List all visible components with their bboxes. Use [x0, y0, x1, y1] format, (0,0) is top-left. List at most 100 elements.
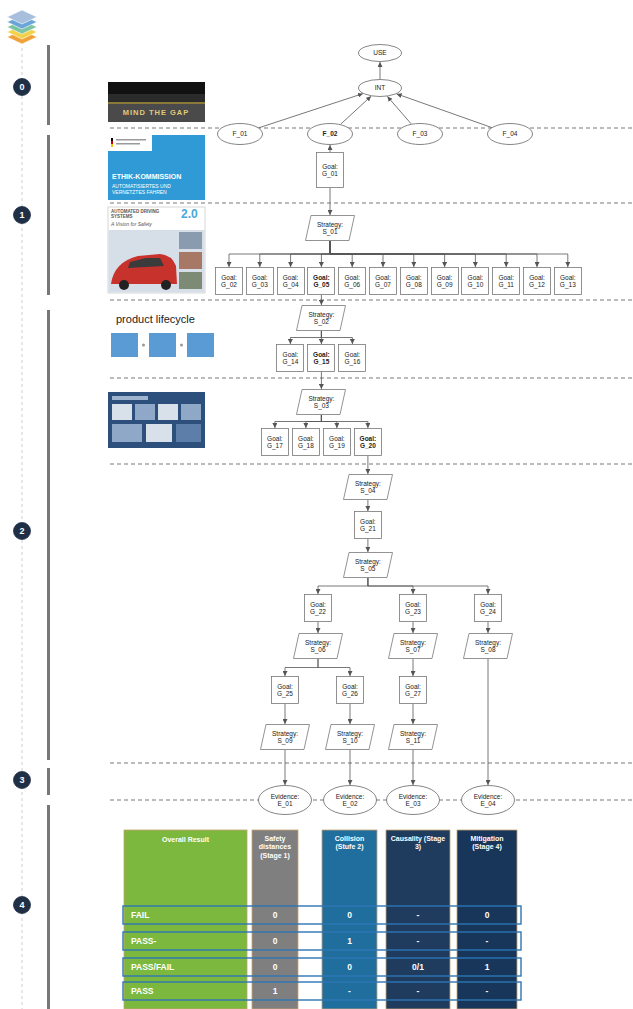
goal-box: Goal: G_11	[492, 267, 520, 295]
table-header: Mitigation (Stage 4)	[459, 835, 515, 852]
stage-number-shape	[14, 523, 31, 540]
strategy-box: Strategy: S_06	[293, 633, 343, 659]
row-outline	[123, 958, 521, 976]
photo	[108, 104, 205, 122]
node-text: Goal: G_03	[248, 274, 272, 289]
node-text: Strategy: S_05	[351, 558, 385, 573]
lifecycle-block	[187, 333, 214, 357]
goal-box-shape	[339, 345, 366, 372]
support-arrow	[413, 750, 414, 785]
photo	[179, 252, 202, 269]
goal-box-shape	[554, 268, 581, 295]
cover-title: ETHIK-KOMMISSION	[112, 173, 204, 181]
node-text: Evidence: E_02	[332, 793, 368, 808]
table-cell: -	[388, 986, 448, 996]
screenshot	[146, 424, 172, 442]
table-header: Collision (Stufe 2)	[324, 835, 375, 852]
node-text: Goal: G_07	[371, 274, 395, 289]
logo-line	[116, 139, 146, 141]
support-arrow	[488, 622, 489, 633]
car-wheel	[119, 280, 129, 290]
goal-box-shape	[308, 268, 335, 295]
strategy-box: Strategy: S_10	[325, 724, 375, 750]
goal-box: Goal: G_03	[246, 267, 274, 295]
node-text: Strategy: S_10	[333, 730, 367, 745]
goal-box-shape	[216, 268, 243, 295]
lifecycle-block	[149, 333, 176, 357]
node-text: Goal: G_15	[309, 351, 333, 366]
node-text: Strategy: S_03	[304, 395, 338, 410]
support-arrow	[330, 241, 568, 267]
evidence-ellipse-shape	[387, 786, 440, 815]
evidence-ellipse-shape	[259, 786, 312, 815]
cover-subtitle: AUTOMATISIERTES UND VERNETZTES FAHREN	[112, 183, 204, 195]
strategy-box-shape	[326, 725, 375, 750]
goal-box-shape	[308, 345, 335, 372]
node-text: Goal: G_05	[309, 274, 333, 289]
support-arrow	[413, 622, 414, 633]
table-cell: -	[388, 936, 448, 946]
stage-bar	[47, 45, 50, 125]
logo-line	[116, 143, 140, 145]
support-arrow	[321, 241, 330, 267]
goal-box: Goal: G_24	[474, 594, 502, 622]
screenshot	[112, 424, 142, 442]
node-text: Goal: G_01	[318, 163, 342, 178]
strategy-box: Strategy: S_04	[343, 474, 393, 500]
support-arrow	[488, 659, 489, 785]
table-header: Overall Result	[128, 836, 243, 844]
row-outline	[123, 906, 521, 924]
connectors	[229, 62, 568, 785]
result-label: PASS-	[131, 936, 231, 946]
support-arrow	[321, 295, 322, 305]
evidence-ellipse: Evidence: E_01	[258, 785, 312, 815]
context-ellipse-shape	[218, 124, 263, 145]
strategy-box-shape	[261, 725, 310, 750]
context-ellipse: F_01	[217, 123, 263, 145]
strategy-box-shape	[297, 306, 346, 331]
support-arrow	[259, 94, 363, 128]
evidence-ellipse-shape	[324, 786, 377, 815]
flag-icon	[111, 144, 113, 147]
node-text: 1	[15, 210, 29, 220]
support-arrow	[368, 578, 488, 594]
node-text: Goal: G_13	[556, 274, 580, 289]
node-text: Strategy: S_02	[304, 311, 338, 326]
goal-box: Goal: G_14	[276, 344, 304, 372]
support-arrow	[413, 704, 414, 724]
goal-box-shape	[354, 429, 381, 456]
goal-box: Goal: G_27	[399, 676, 427, 704]
goal-box: Goal: G_17	[261, 428, 289, 456]
flag-icon	[111, 138, 113, 141]
context-ellipse-shape	[488, 124, 533, 145]
support-arrow	[321, 415, 368, 428]
node-text: Goal: G_20	[356, 435, 380, 450]
report-cover	[108, 207, 205, 293]
node-text: F_04	[495, 130, 525, 137]
context-ellipse: INT	[358, 79, 402, 97]
node-text: Goal: G_17	[263, 435, 287, 450]
support-arrow	[318, 622, 319, 633]
screenshot	[181, 404, 201, 420]
strategy-box-shape	[464, 634, 513, 659]
support-arrow	[260, 241, 330, 267]
cover-title: AUTOMATED DRIVING SYSTEMS	[111, 209, 177, 220]
result-label: FAIL	[131, 910, 231, 920]
evidence-ellipse: Evidence: E_02	[323, 785, 377, 815]
node-text: Evidence: E_03	[395, 793, 431, 808]
context-ellipse-shape	[308, 124, 353, 145]
table-header: Causality (Stage 3)	[388, 835, 448, 852]
goal-box-shape	[400, 595, 427, 622]
goal-box: Goal: G_10	[461, 267, 489, 295]
strategy-box: Strategy: S_07	[388, 633, 438, 659]
support-arrow	[367, 539, 368, 552]
flag-icon	[111, 141, 113, 144]
node-text: Goal: G_24	[476, 601, 500, 616]
lifecycle-dot	[180, 344, 183, 347]
support-arrow	[306, 415, 322, 428]
node-text: F_01	[225, 130, 255, 137]
strategy-box: Strategy: S_02	[296, 305, 346, 331]
node-text: Strategy: S_06	[301, 639, 335, 654]
